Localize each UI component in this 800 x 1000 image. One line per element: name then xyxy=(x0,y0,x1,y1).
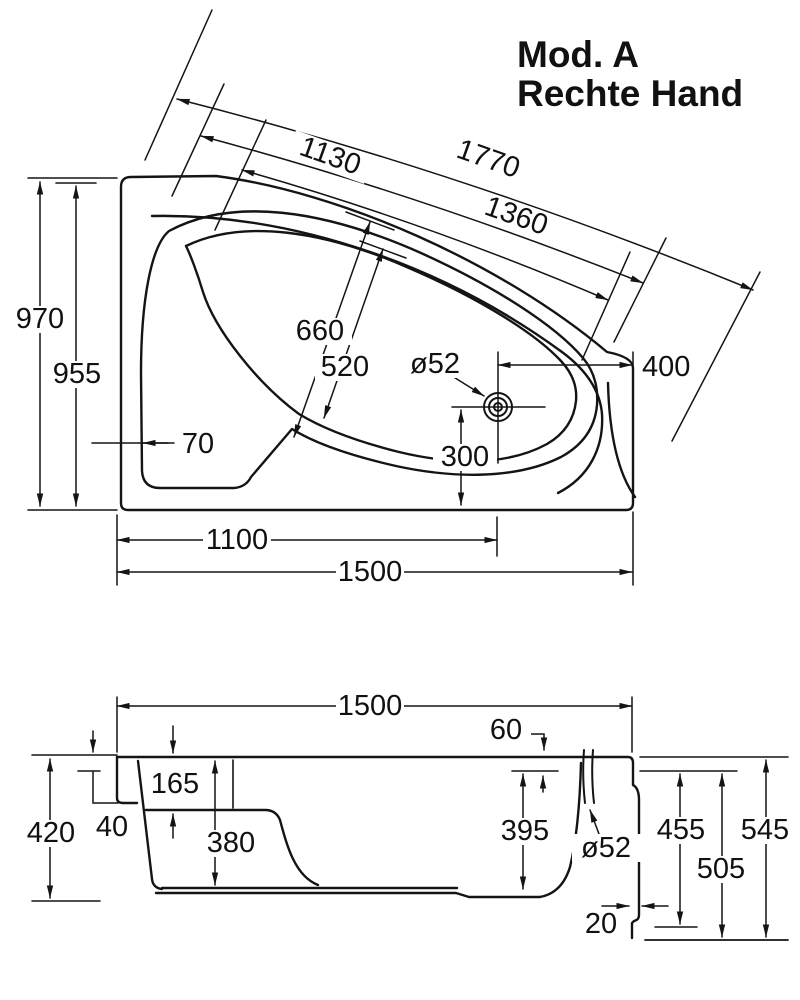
plan-corner-fillet xyxy=(606,381,637,499)
dim-drain-diameter-elev: ø52 xyxy=(581,832,631,864)
dim-slant-inner: 1130 xyxy=(296,131,365,182)
dim-skirt-offset: 20 xyxy=(585,908,617,940)
drain-symbol xyxy=(451,351,546,464)
dim-inner-depth: 380 xyxy=(207,827,255,859)
plan-labels: 1770 1130 1360 970 955 70 660 520 ø52 30… xyxy=(14,130,690,588)
dim-depth-inner: 955 xyxy=(53,358,101,390)
dim-well-width-outer: 660 xyxy=(296,315,344,347)
dim-seat-depth: 165 xyxy=(151,768,199,800)
elevation-labels: 1500 60 165 380 420 40 395 ø52 455 545 5… xyxy=(21,690,795,940)
dim-depth-at-drain: 395 xyxy=(501,815,549,847)
dim-drain-diameter-plan: ø52 xyxy=(410,348,460,380)
dim-rim-lip: 40 xyxy=(96,811,128,843)
elevation-profile xyxy=(115,749,641,940)
title-block: Mod. A Rechte Hand xyxy=(517,34,743,114)
dim-length-total-plan: 1500 xyxy=(338,556,403,588)
title-variant: Rechte Hand xyxy=(517,73,743,114)
plan-dimension-lines xyxy=(36,98,754,576)
elevation-view: 1500 60 165 380 420 40 395 ø52 455 545 5… xyxy=(21,690,795,941)
plan-view: 1770 1130 1360 970 955 70 660 520 ø52 30… xyxy=(14,9,761,588)
dim-drain-from-left: 1100 xyxy=(206,524,268,556)
dim-drain-to-right: 400 xyxy=(642,351,690,383)
dim-height-left: 420 xyxy=(27,817,75,849)
dim-well-width-inner: 520 xyxy=(321,351,369,383)
dim-slant-total: 1770 xyxy=(453,133,524,185)
dim-length-total-elev: 1500 xyxy=(338,690,403,722)
dim-height-to-ledge: 505 xyxy=(697,853,745,885)
dim-drain-to-bottom: 300 xyxy=(441,441,489,473)
dim-height-total-right: 545 xyxy=(741,814,789,846)
plan-rim-inner-edge xyxy=(150,214,604,495)
dim-rim-edge: 60 xyxy=(490,714,522,746)
dim-height-inner-right: 455 xyxy=(657,814,705,846)
plan-well-inner xyxy=(184,229,578,463)
dim-seat-wall: 70 xyxy=(182,428,214,460)
dim-depth-total: 970 xyxy=(16,303,64,335)
title-model: Mod. A xyxy=(517,34,639,75)
